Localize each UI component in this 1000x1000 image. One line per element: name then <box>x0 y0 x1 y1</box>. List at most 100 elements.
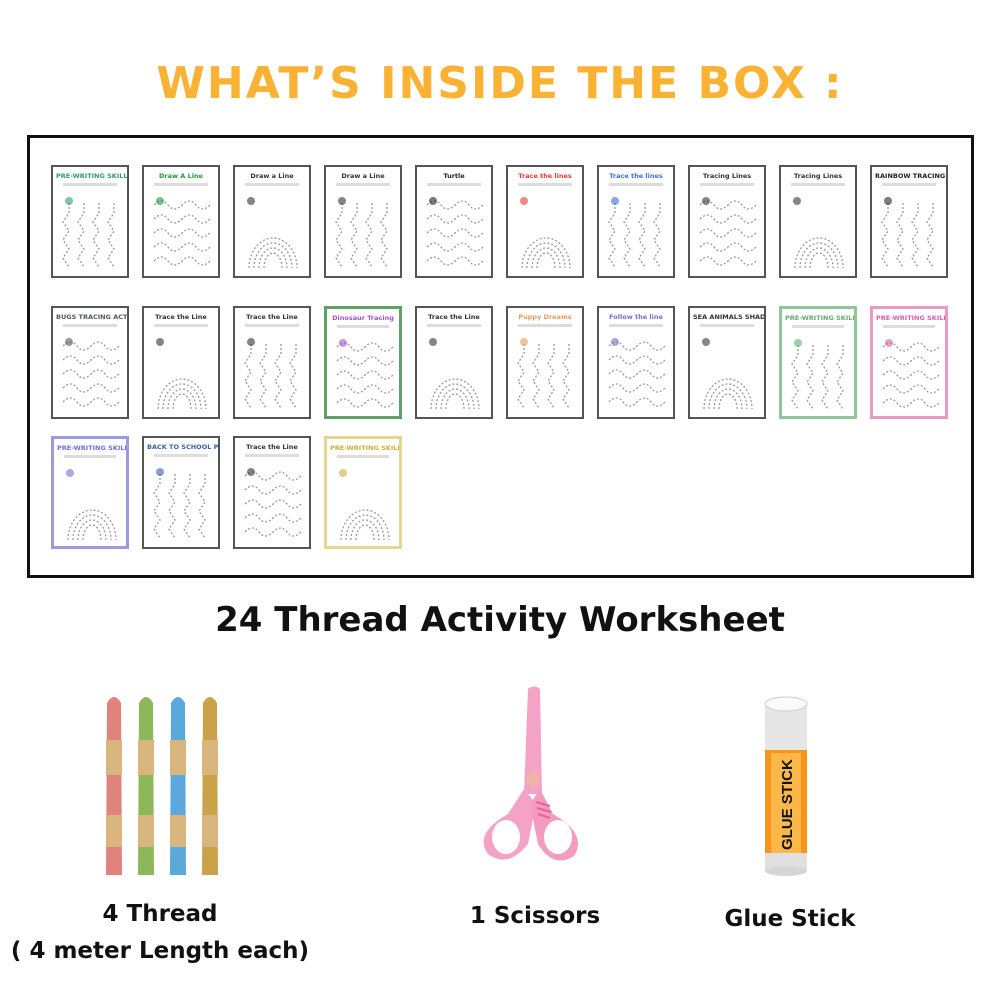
glue-stick-label: Glue Stick <box>724 906 856 932</box>
worksheet-instructions <box>154 454 208 457</box>
worksheet-instructions <box>245 183 299 186</box>
thread-label: 4 Thread <box>102 901 218 927</box>
worksheet-instructions <box>63 183 117 186</box>
thread-sublabel: ( 4 meter Length each) <box>10 938 310 964</box>
worksheet-tracing-lines <box>702 338 753 410</box>
worksheet-card: PRE-WRITING SKILLS <box>779 306 857 419</box>
worksheet-tracing-lines <box>793 197 844 269</box>
worksheet-grid: PRE-WRITING SKILLS Draw A Line Draw a Line… <box>27 135 974 578</box>
worksheet-tracing-lines <box>520 197 571 269</box>
page-title: WHAT’S INSIDE THE BOX : <box>156 58 844 109</box>
worksheet-card: BUGS TRACING ACTIVITY <box>51 306 129 419</box>
worksheet-tracing-lines <box>62 338 120 407</box>
worksheet-instructions <box>154 183 208 186</box>
worksheet-tracing-lines <box>335 197 388 268</box>
worksheet-instructions <box>609 324 663 327</box>
worksheet-card: Trace the Line <box>233 306 311 419</box>
worksheet-tracing-lines <box>66 469 117 541</box>
worksheet-tracing-lines <box>244 468 302 537</box>
worksheet-title: PRE-WRITING SKILLS <box>876 314 945 322</box>
worksheet-instructions <box>427 324 481 327</box>
worksheet-title: Trace the lines <box>609 172 663 180</box>
worksheet-instructions <box>63 324 117 327</box>
worksheet-title: PRE-WRITING SKILLS <box>57 444 126 452</box>
glue-stick-text: GLUE STICK <box>779 759 796 850</box>
worksheet-caption: 24 Thread Activity Worksheet <box>215 600 785 640</box>
worksheet-card: Draw A Line <box>142 165 220 278</box>
worksheet-title: Follow the line <box>609 313 663 321</box>
worksheet-card: Tracing Lines <box>779 165 857 278</box>
worksheet-title: PRE-WRITING SKILLS <box>56 172 127 180</box>
thread-caption: 4 Thread ( 4 meter Length each) <box>10 896 310 970</box>
worksheet-card: BACK TO SCHOOL PENCIL SKILLS <box>142 436 220 549</box>
worksheet-tracing-lines <box>153 468 206 539</box>
worksheet-title: SEA ANIMALS SHADOW MATCHING <box>693 313 764 321</box>
worksheet-card: PRE-WRITING SKILLS <box>51 436 129 549</box>
worksheet-title: Trace the Line <box>246 313 298 321</box>
worksheet-instructions <box>518 183 572 186</box>
worksheet-tracing-lines <box>881 197 934 268</box>
worksheet-title: Tracing Lines <box>793 172 843 180</box>
worksheet-tracing-lines <box>882 339 940 408</box>
worksheet-instructions <box>700 183 754 186</box>
worksheet-card: Tracing Lines <box>688 165 766 278</box>
thread-bundle <box>202 697 218 875</box>
worksheet-instructions <box>518 324 572 327</box>
worksheet-tracing-lines <box>517 338 570 409</box>
glue-stick-image: GLUE STICK <box>764 696 808 876</box>
worksheet-card: PRE-WRITING SKILLS <box>324 436 402 549</box>
worksheet-instructions <box>609 183 663 186</box>
worksheet-card: Draw a Line <box>233 165 311 278</box>
thread-bundle <box>170 697 186 875</box>
worksheet-title: Trace the lines <box>518 172 572 180</box>
worksheet-tracing-lines <box>156 338 207 410</box>
worksheet-instructions <box>154 324 208 327</box>
worksheet-title: Draw A Line <box>159 172 203 180</box>
worksheet-card: Draw a Line <box>324 165 402 278</box>
worksheet-instructions <box>883 325 935 328</box>
worksheet-card: RAINBOW TRACING <box>870 165 948 278</box>
worksheet-card: Trace the Line <box>233 436 311 549</box>
worksheet-tracing-lines <box>608 197 661 268</box>
worksheet-instructions <box>337 455 389 458</box>
thread-bundles-image <box>106 697 218 875</box>
worksheet-tracing-lines <box>247 197 298 269</box>
worksheet-tracing-lines <box>429 338 480 410</box>
worksheet-tracing-lines <box>426 197 484 266</box>
worksheet-tracing-lines <box>339 469 390 541</box>
worksheet-title: Trace the Line <box>428 313 480 321</box>
worksheet-instructions <box>700 324 754 327</box>
worksheet-tracing-lines <box>336 339 394 408</box>
worksheet-instructions <box>792 325 844 328</box>
worksheet-tracing-lines <box>699 197 757 266</box>
worksheet-card: PRE-WRITING SKILLS <box>870 306 948 419</box>
worksheet-tracing-lines <box>244 338 297 409</box>
worksheet-card: PRE-WRITING SKILLS <box>51 165 129 278</box>
scissors-image <box>483 686 578 861</box>
worksheet-title: Dinosaur Tracing <box>332 314 394 322</box>
worksheet-card: Turtle <box>415 165 493 278</box>
worksheet-tracing-lines <box>153 197 211 266</box>
thread-bundle <box>138 697 154 875</box>
worksheet-tracing-lines <box>791 339 844 410</box>
worksheet-title: Tracing Lines <box>702 172 752 180</box>
worksheet-instructions <box>882 183 936 186</box>
worksheet-card: Trace the Line <box>415 306 493 419</box>
worksheet-title: BUGS TRACING ACTIVITY <box>56 313 127 321</box>
worksheet-card: Follow the line <box>597 306 675 419</box>
worksheet-title: Trace the Line <box>155 313 207 321</box>
worksheet-title: Turtle <box>443 172 465 180</box>
worksheet-card: Trace the lines <box>597 165 675 278</box>
worksheet-tracing-lines <box>608 338 666 407</box>
worksheet-instructions <box>427 183 481 186</box>
worksheet-title: Trace the Line <box>246 443 298 451</box>
worksheet-card: Trace the lines <box>506 165 584 278</box>
worksheet-title: Puppy Dreams <box>518 313 572 321</box>
worksheet-title: PRE-WRITING SKILLS <box>330 444 399 452</box>
worksheet-title: Draw a Line <box>250 172 294 180</box>
worksheet-instructions <box>336 183 390 186</box>
worksheet-instructions <box>337 325 389 328</box>
worksheet-card: Puppy Dreams <box>506 306 584 419</box>
worksheet-instructions <box>245 454 299 457</box>
worksheet-instructions <box>64 455 116 458</box>
